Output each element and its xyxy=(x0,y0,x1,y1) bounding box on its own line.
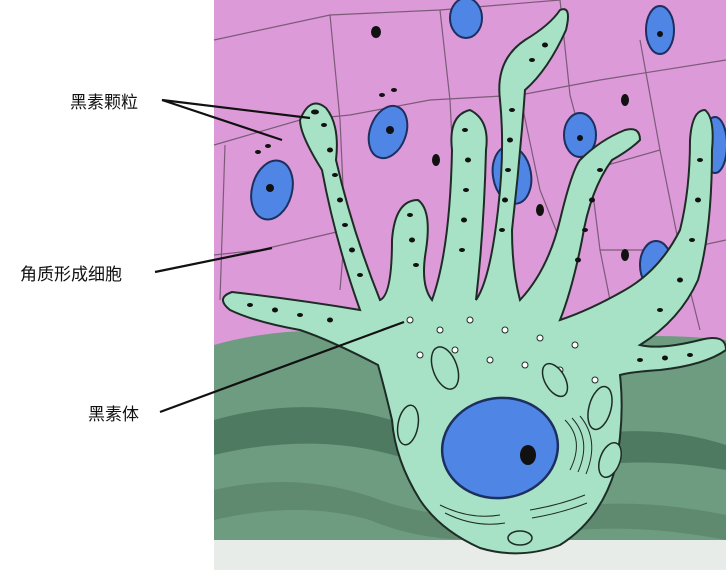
vesicle-bottom xyxy=(508,531,532,545)
label-melanosome: 黑素体 xyxy=(88,400,139,425)
label-melanin-granules: 黑素颗粒 xyxy=(70,88,138,113)
nucleolus xyxy=(520,445,536,465)
label-keratinocyte: 角质形成细胞 xyxy=(20,260,122,285)
